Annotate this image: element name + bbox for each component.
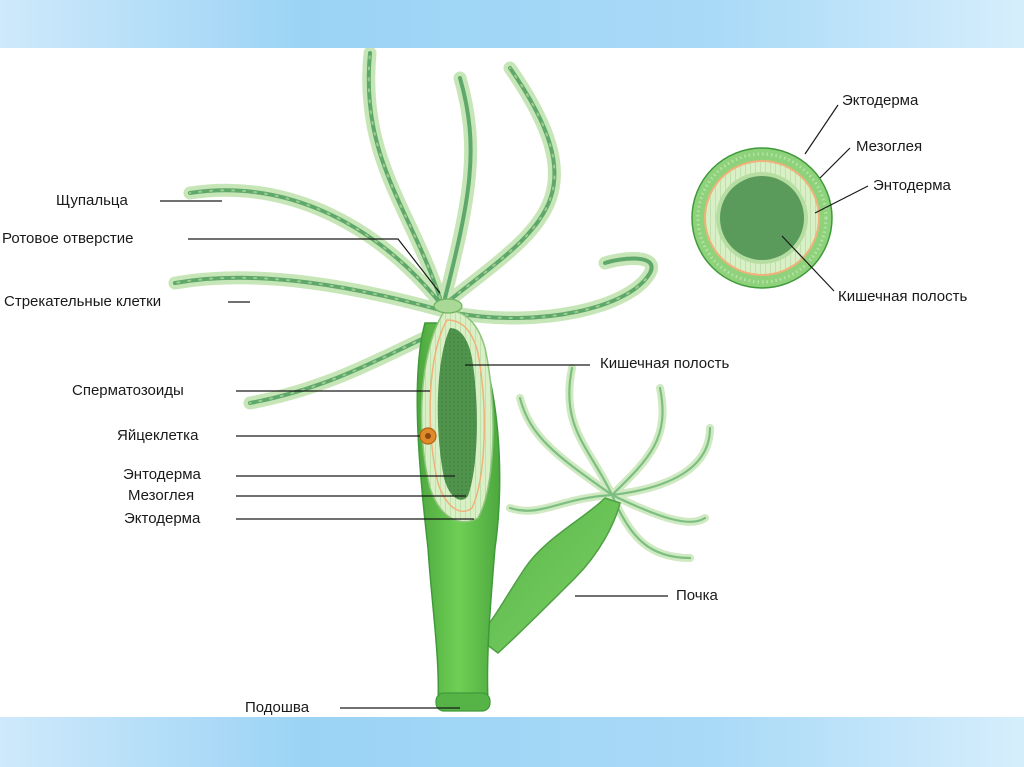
label-sperm: Сперматозоиды: [72, 382, 184, 400]
bottom-decorative-band: [0, 717, 1024, 767]
label-cs-mesoglea: Мезоглея: [856, 138, 922, 156]
label-gut-cavity: Кишечная полость: [600, 355, 729, 373]
label-sole: Подошва: [245, 699, 309, 717]
label-cs-gut-cavity: Кишечная полость: [838, 288, 967, 306]
label-bud: Почка: [676, 587, 718, 605]
label-cs-endoderm: Энтодерма: [873, 177, 951, 195]
label-ectoderm: Эктодерма: [124, 510, 200, 528]
label-stinging-cells: Стрекательные клетки: [4, 293, 161, 311]
gut-cavity: [438, 328, 477, 500]
bud-body: [478, 498, 620, 653]
label-endoderm: Энтодерма: [123, 466, 201, 484]
label-egg: Яйцеклетка: [117, 427, 198, 445]
label-mouth: Ротовое отверстие: [2, 230, 134, 248]
tentacle-7: [250, 333, 435, 403]
mouth-cone: [434, 299, 462, 313]
label-tentacles: Щупальца: [56, 192, 128, 210]
label-cs-ectoderm: Эктодерма: [842, 92, 918, 110]
tentacles-group: [175, 53, 652, 403]
diagram-canvas: Щупальца Ротовое отверстие Стрекательные…: [0, 48, 1024, 717]
label-mesoglea: Мезоглея: [128, 487, 194, 505]
top-decorative-band: [0, 0, 1024, 48]
